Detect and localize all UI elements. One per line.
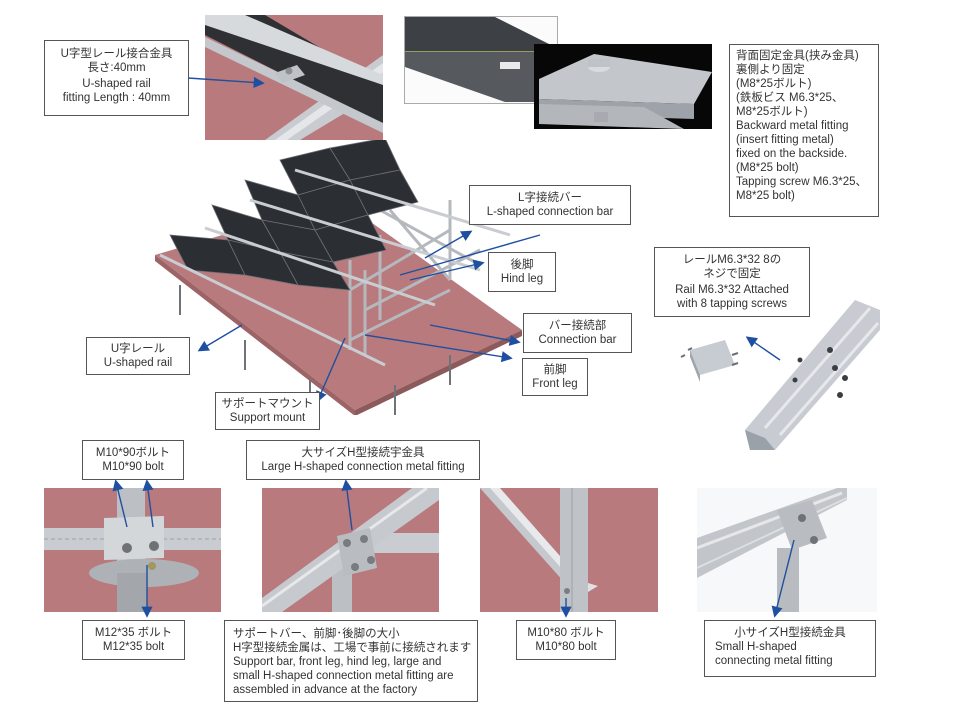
support-mount-en: Support mount [229,412,306,424]
m12-35-en: M12*35 bolt [102,641,165,653]
connection-bar-en: Connection bar [538,334,617,346]
hind-leg-ja: 後脚 [510,259,534,271]
small-h-en-2: connecting metal fitting [715,655,833,667]
u-rail-fitting-label: U字型レール接合金具 長さ:40mm U-shaped rail fitting… [44,40,189,116]
front-leg-en: Front leg [532,378,578,390]
large-h-en: Large H-shaped connection metal fitting [261,461,465,473]
factory-note-line: H字型接続金属は、工場で事前に接続されます [233,642,472,654]
rail-screws-ja-2: ネジで固定 [703,268,761,280]
rail-splice-illustration [680,290,880,450]
base-bolt-photo [44,488,221,612]
factory-note-line: Support bar, front leg, hind leg, large … [233,656,442,668]
factory-note-line: assembled in advance at the factory [233,684,418,696]
connection-bar-ja: バー接続部 [548,320,607,332]
backward-fitting-line: (insert fitting metal) [736,134,834,146]
large-h-ja: 大サイズH型接続宇金具 [301,447,425,459]
backward-fitting-line: fixed on the backside. [736,148,848,160]
hind-leg-en: Hind leg [500,273,544,285]
l-bar-en: L-shaped connection bar [486,206,614,218]
u-rail-ja: U字レール [110,343,166,355]
rail-screws-en-1: Rail M6.3*32 Attached [675,284,789,296]
small-h-en-1: Small H-shaped [715,641,797,653]
backward-fitting-line: 裏側より固定 [736,64,805,76]
backward-fitting-line: M8*25 bolt) [736,190,795,202]
large-h-fitting-photo [262,488,439,612]
m10-80-en: M10*80 bolt [535,641,597,653]
u-rail-en: U-shaped rail [103,357,173,369]
rail-joint-photo [205,15,383,140]
backward-fitting-line: (鉄板ビス M6.3*25、 [736,92,844,104]
rail-screws-ja-1: レールM6.3*32 8の [682,254,782,266]
rail-screws-label: レールM6.3*32 8の ネジで固定 Rail M6.3*32 Attache… [654,247,810,317]
m10-80-bolt-label: M10*80 ボルト M10*80 bolt [516,620,616,660]
small-h-fitting-label: 小サイズH型接続金具 Small H-shaped connecting met… [704,620,876,677]
l-bar-ja: L字接続バー [518,192,582,204]
m12-35-bolt-label: M12*35 ボルト M12*35 bolt [82,620,185,660]
hind-leg-label: 後脚 Hind leg [488,252,556,292]
factory-note-label: サポートバー、前脚･後脚の大小 H字型接続金属は、工場で事前に接続されます Su… [224,620,478,702]
u-rail-fitting-ja-2: 長さ:40mm [87,62,146,74]
rail-profile-photo [404,16,558,104]
m10-90-bolt-label: M10*90ボルト M10*90 bolt [82,440,184,480]
u-rail-label: U字レール U-shaped rail [86,337,190,375]
backward-fitting-label: 背面固定金具(挟み金具) 裏側より固定 (M8*25ボルト) (鉄板ビス M6.… [729,44,879,217]
backward-fitting-line: (M8*25 bolt) [736,162,799,174]
m10-90-ja: M10*90ボルト [95,447,171,459]
l-bar-label: L字接続バー L-shaped connection bar [469,185,631,225]
rail-screws-en-2: with 8 tapping screws [677,298,787,310]
u-rail-fitting-en-2: fitting Length : 40mm [62,92,171,104]
m10-80-ja: M10*80 ボルト [527,627,605,639]
backward-fitting-line: M8*25ボルト) [736,106,808,118]
front-leg-ja: 前脚 [543,364,567,376]
large-h-fitting-label: 大サイズH型接続宇金具 Large H-shaped connection me… [246,440,480,480]
backward-fitting-line: (M8*25ボルト) [736,78,812,90]
backward-clamp-photo [534,44,712,129]
backward-fitting-line: Tapping screw M6.3*25、 [736,176,868,188]
support-mount-ja: サポートマウント [221,398,314,410]
small-h-ja: 小サイズH型接続金具 [734,627,846,639]
u-rail-fitting-ja-1: U字型レール接合金具 [60,48,173,60]
connection-bar-label: バー接続部 Connection bar [523,313,632,353]
m10-90-en: M10*90 bolt [102,461,164,473]
support-mount-label: サポートマウント Support mount [215,392,320,430]
m12-35-ja: M12*35 ボルト [94,627,173,639]
factory-note-line: サポートバー、前脚･後脚の大小 [233,628,400,640]
front-leg-label: 前脚 Front leg [522,358,588,396]
front-leg-bolt-photo [480,488,658,612]
factory-note-line: small H-shaped connection metal fitting … [233,670,454,682]
backward-fitting-line: 背面固定金具(挟み金具) [736,50,859,62]
solar-mount-illustration [150,140,540,415]
backward-fitting-line: Backward metal fitting [736,120,849,132]
small-h-fitting-photo [697,488,877,612]
u-rail-fitting-en-1: U-shaped rail [82,78,151,90]
